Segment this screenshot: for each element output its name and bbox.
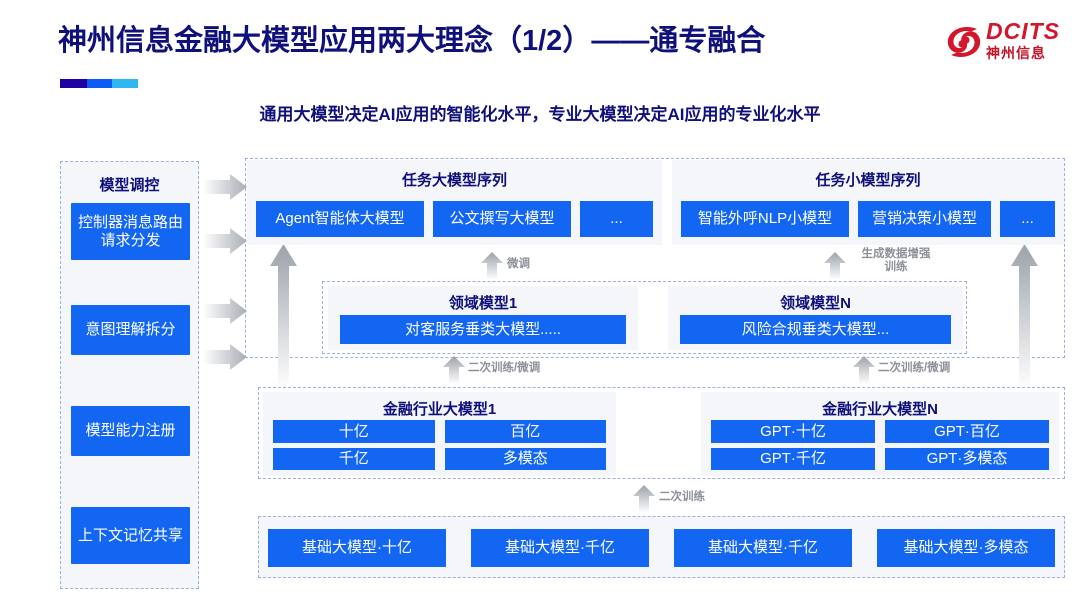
title-accent-bar (60, 79, 138, 88)
task-small-item-marketing[interactable]: 营销决策小模型 (858, 201, 991, 237)
task-small-model-sequence: 任务小模型序列 智能外呼NLP小模型 营销决策小模型 ... (672, 160, 1064, 245)
page-title: 神州信息金融大模型应用两大理念（1/2）——通专融合 (58, 25, 766, 57)
finance-model-1-items: 十亿 百亿 千亿 多模态 (273, 420, 606, 470)
page-subtitle: 通用大模型决定AI应用的智能化水平，专业大模型决定AI应用的专业化水平 (259, 105, 821, 124)
arrow-right-icon-4 (203, 344, 247, 370)
accent-segment-3 (112, 79, 138, 88)
logo-text-cn: 神州信息 (986, 45, 1046, 61)
finance-model-1-item-3[interactable]: 千亿 (273, 447, 435, 470)
arrow-up-data-aug-icon (824, 252, 846, 280)
arrow-label-data-aug-line1: 生成数据增强 (861, 248, 931, 260)
finance-model-n-item-2[interactable]: GPT·百亿 (885, 420, 1049, 443)
task-big-title: 任务大模型序列 (401, 172, 507, 189)
domain-model-n-title: 领域模型N (780, 295, 851, 312)
arrow-up-long-right-icon (1011, 244, 1038, 390)
finance-model-1-item-4[interactable]: 多模态 (444, 447, 606, 470)
finance-model-n-item-3[interactable]: GPT·千亿 (711, 447, 875, 470)
logo-text-en: DCITS (986, 18, 1060, 44)
arrow-up-retrain-finetune-left-icon (443, 356, 465, 384)
task-big-item-agent[interactable]: Agent智能体大模型 (256, 201, 424, 237)
arrow-right-icon-1 (203, 174, 247, 200)
domain-model-group-n: 领域模型N 风险合规垂类大模型... (668, 286, 963, 350)
task-small-item-outbound-nlp[interactable]: 智能外呼NLP小模型 (681, 201, 849, 237)
sidebar-item-intent-parsing[interactable]: 意图理解拆分 (71, 305, 190, 355)
task-big-panel: 任务大模型序列 Agent智能体大模型 公文撰写大模型 ... (247, 160, 662, 245)
finance-model-1-title: 金融行业大模型1 (382, 401, 497, 418)
domain-model-1-item[interactable]: 对客服务垂类大模型..... (340, 315, 626, 344)
arrow-label-retrain: 二次训练 (659, 491, 705, 503)
base-model-item-4[interactable]: 基础大模型·多模态 (877, 529, 1055, 567)
finance-model-n-items: GPT·十亿 GPT·百亿 GPT·千亿 GPT·多模态 (711, 420, 1049, 470)
accent-segment-1 (60, 79, 87, 88)
sidebar-title: 模型调控 (99, 177, 160, 194)
finance-model-group-n: 金融行业大模型N GPT·十亿 GPT·百亿 GPT·千亿 GPT·多模态 (701, 392, 1059, 476)
task-small-items: 智能外呼NLP小模型 营销决策小模型 ... (681, 201, 1055, 237)
logo-text: DCITS 神州信息 (986, 19, 1060, 62)
task-big-item-doc-writing[interactable]: 公文撰写大模型 (433, 201, 571, 237)
task-big-item-more[interactable]: ... (580, 201, 653, 237)
arrow-right-icon-2 (203, 228, 247, 254)
task-big-model-sequence: 任务大模型序列 Agent智能体大模型 公文撰写大模型 ... (247, 160, 662, 245)
base-model-item-2[interactable]: 基础大模型·千亿 (471, 529, 649, 567)
finance-model-band: 金融行业大模型1 十亿 百亿 千亿 多模态 金融行业大模型N GPT·十亿 GP… (258, 387, 1065, 479)
task-small-title: 任务小模型序列 (815, 172, 921, 189)
sidebar-item-context-memory[interactable]: 上下文记忆共享 (71, 507, 190, 564)
sidebar-item-controller-routing[interactable]: 控制器消息路由请求分发 (71, 203, 190, 260)
base-model-item-3[interactable]: 基础大模型·千亿 (674, 529, 852, 567)
domain-model-band: 领域模型1 对客服务垂类大模型..... 领域模型N 风险合规垂类大模型... (322, 281, 967, 354)
base-model-items: 基础大模型·十亿 基础大模型·千亿 基础大模型·千亿 基础大模型·多模态 (268, 529, 1055, 567)
sidebar-model-control: 模型调控 控制器消息路由请求分发 意图理解拆分 模型能力注册 上下文记忆共享 (60, 161, 199, 589)
task-small-panel: 任务小模型序列 智能外呼NLP小模型 营销决策小模型 ... (672, 160, 1064, 245)
arrow-up-fine-tune-icon (481, 252, 503, 280)
arrow-label-data-aug-line2: 训练 (884, 261, 908, 273)
logo-swirl-icon (947, 27, 981, 57)
finance-model-n-item-4[interactable]: GPT·多模态 (885, 447, 1049, 470)
arrow-label-fine-tune: 微调 (507, 258, 530, 270)
finance-model-group-1: 金融行业大模型1 十亿 百亿 千亿 多模态 (263, 392, 616, 476)
arrow-up-retrain-icon (633, 485, 655, 513)
finance-model-1-item-1[interactable]: 十亿 (273, 420, 435, 443)
arrow-label-retrain-finetune-right: 二次训练/微调 (878, 362, 951, 374)
arrow-label-data-aug: 生成数据增强 训练 (850, 248, 942, 274)
finance-model-n-title: 金融行业大模型N (822, 401, 938, 418)
arrow-label-retrain-finetune-left: 二次训练/微调 (468, 362, 541, 374)
finance-model-n-item-1[interactable]: GPT·十亿 (711, 420, 875, 443)
arrow-up-long-left-icon (270, 244, 297, 390)
task-small-item-more[interactable]: ... (1000, 201, 1055, 237)
domain-model-1-title: 领域模型1 (448, 295, 518, 312)
sidebar-item-capability-registry[interactable]: 模型能力注册 (71, 406, 190, 456)
task-big-items: Agent智能体大模型 公文撰写大模型 ... (256, 201, 653, 237)
main-dashed-container (245, 158, 1065, 358)
finance-model-1-item-2[interactable]: 百亿 (444, 420, 606, 443)
arrow-up-retrain-finetune-right-icon (853, 356, 875, 384)
accent-segment-2 (86, 79, 113, 88)
dcits-logo: DCITS 神州信息 (944, 18, 1066, 70)
domain-model-group-1: 领域模型1 对客服务垂类大模型..... (328, 286, 638, 350)
base-model-item-1[interactable]: 基础大模型·十亿 (268, 529, 446, 567)
domain-model-n-item[interactable]: 风险合规垂类大模型... (680, 315, 951, 344)
base-model-band: 基础大模型·十亿 基础大模型·千亿 基础大模型·千亿 基础大模型·多模态 (258, 516, 1065, 578)
arrow-right-icon-3 (203, 298, 247, 324)
